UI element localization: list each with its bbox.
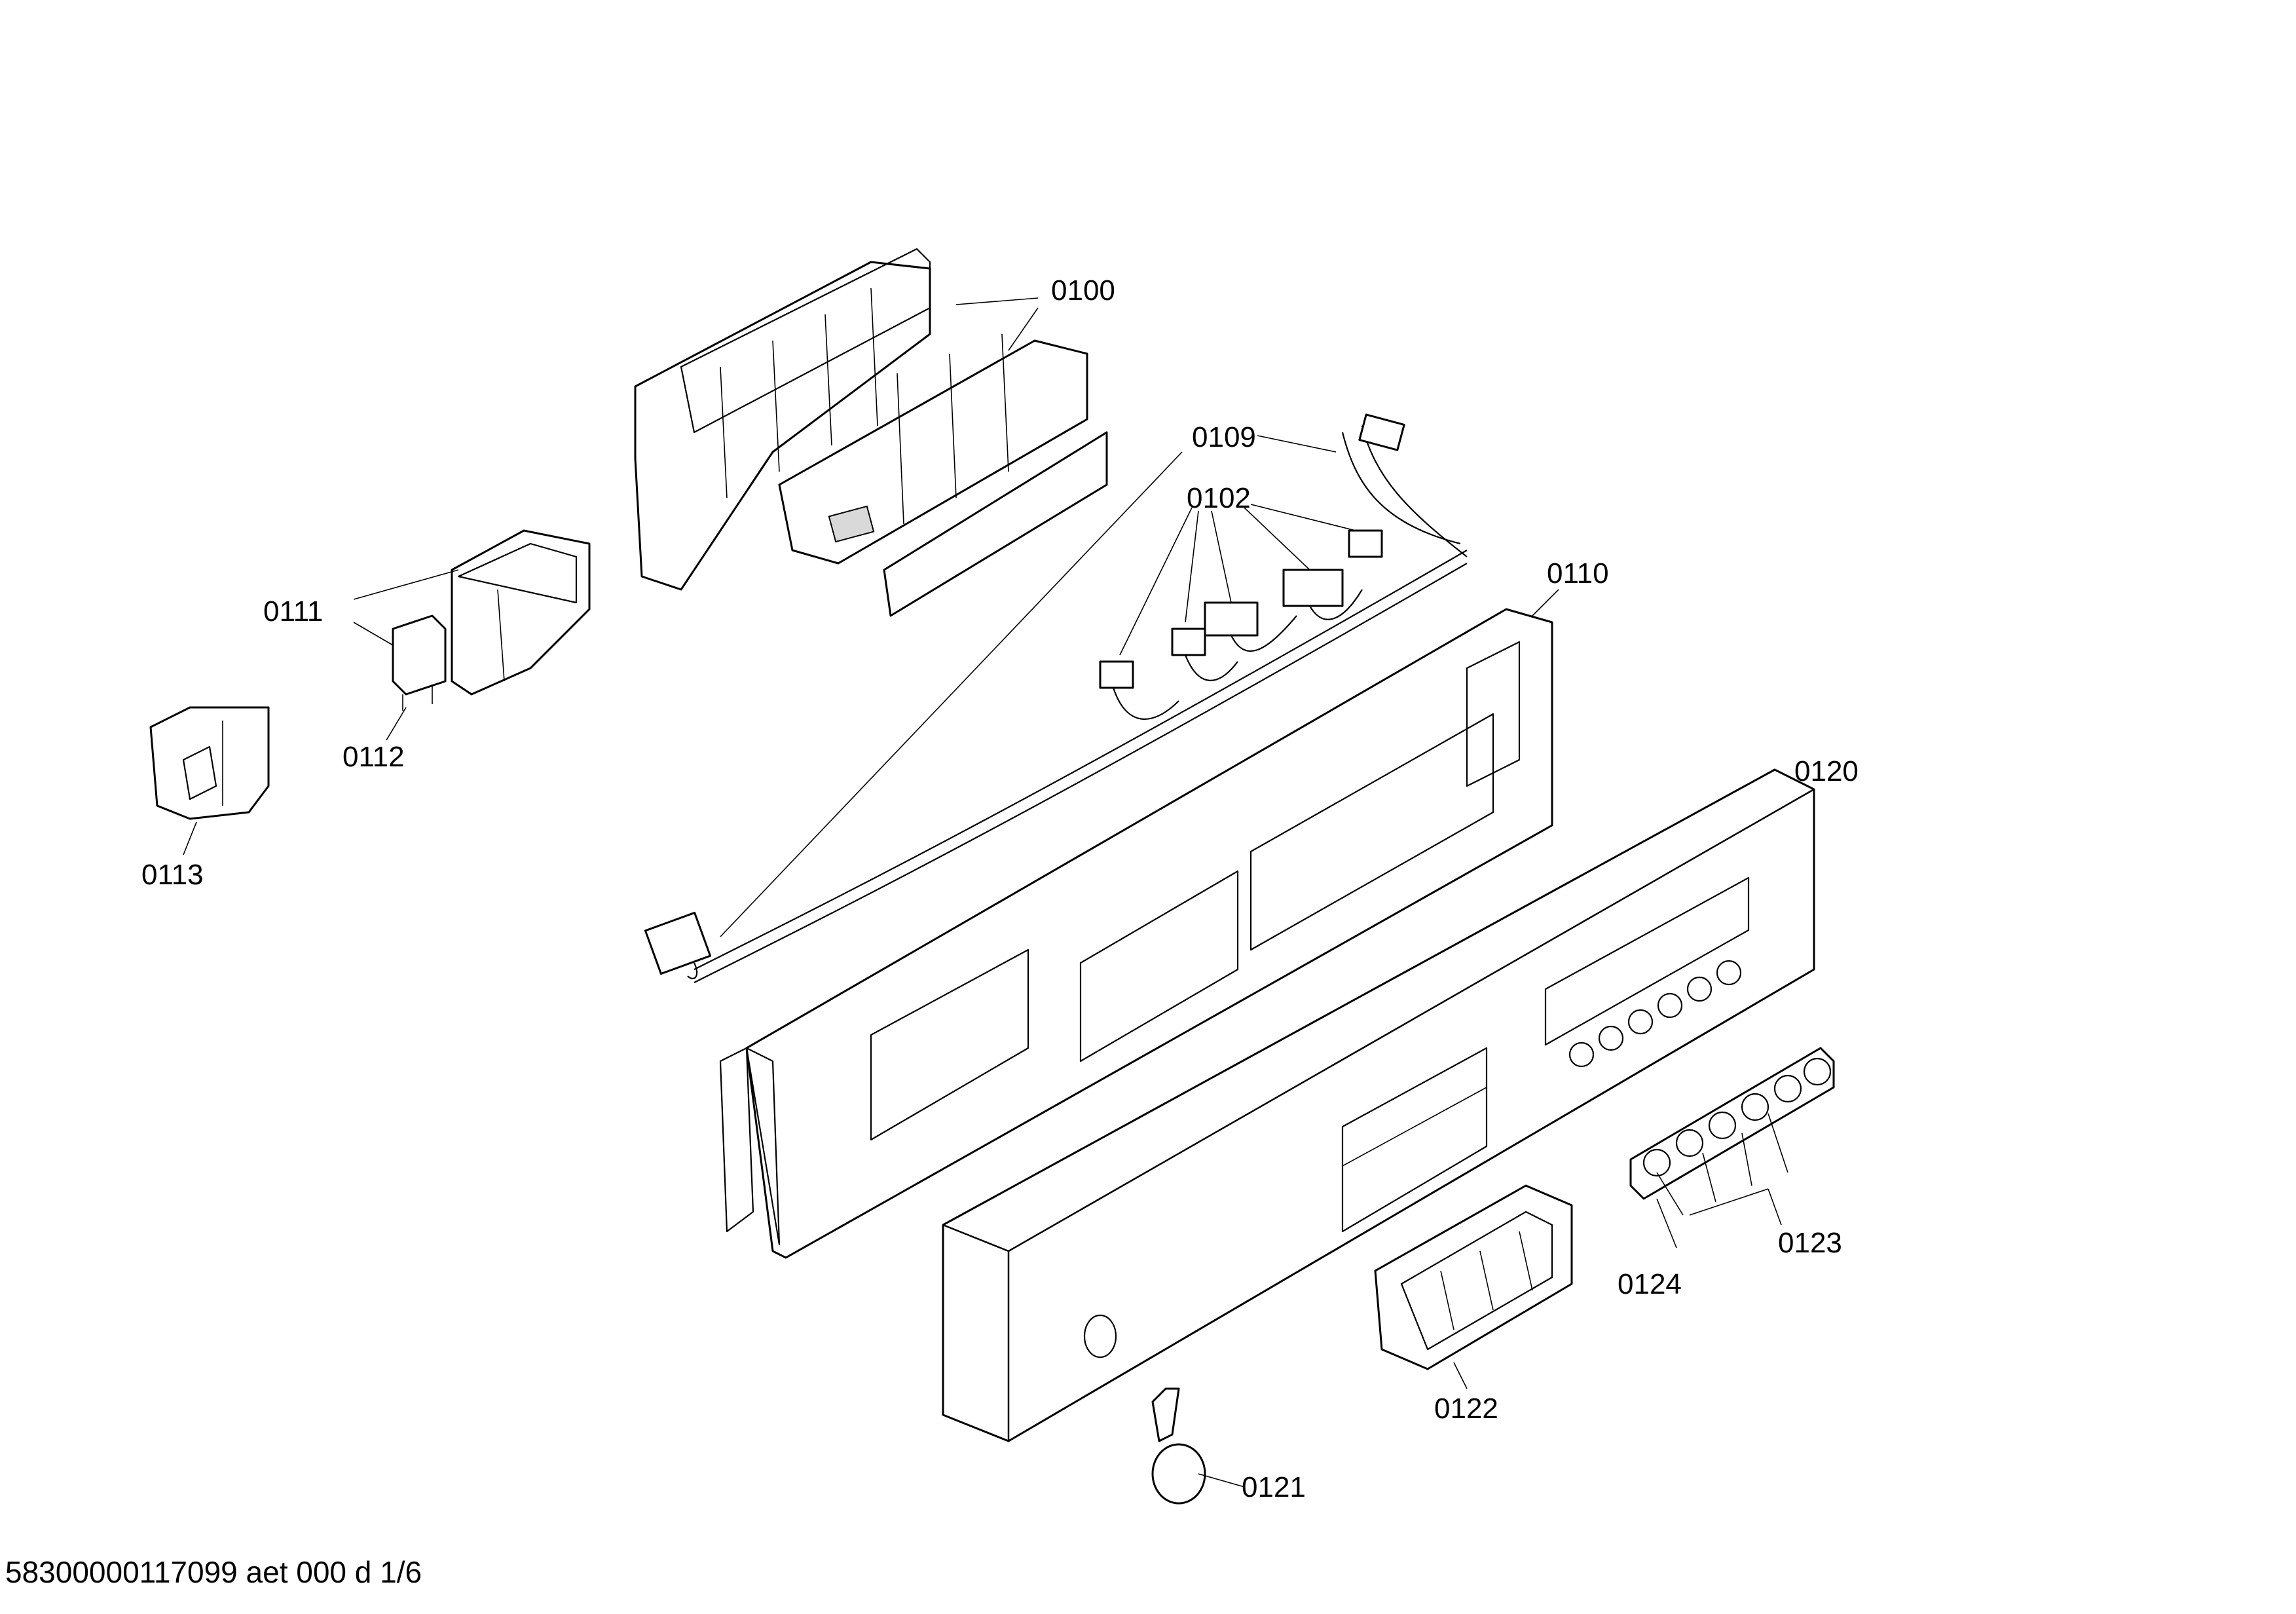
part-0120-front-panel [942, 768, 1815, 1442]
label-0113: 0113 [141, 859, 204, 891]
label-0111: 0111 [263, 595, 323, 628]
label-0121: 0121 [1242, 1471, 1306, 1503]
part-0113-switch [149, 706, 270, 820]
label-0123: 0123 [1778, 1227, 1842, 1259]
leader-lines [183, 297, 1788, 1488]
label-0112: 0112 [343, 741, 405, 773]
label-0102: 0102 [1187, 482, 1251, 514]
part-0121-knob [1151, 1387, 1206, 1505]
part-0112-component [392, 614, 447, 711]
label-0122: 0122 [1434, 1393, 1498, 1425]
label-0100: 0100 [1051, 274, 1115, 307]
footer-reference: 58300000117099 aet 000 d 1/6 [5, 1555, 422, 1589]
part-0110-frame [719, 608, 1553, 1259]
label-0109: 0109 [1192, 421, 1256, 453]
part-0123-0124-button-strip [1629, 1047, 1835, 1200]
part-0100-electronic-module [634, 248, 1108, 617]
label-0110: 0110 [1547, 557, 1609, 590]
part-0109-wire-harness [644, 413, 1468, 983]
part-0111-relay [451, 529, 591, 696]
part-0102-connectors [1099, 529, 1383, 720]
part-labels: 0100 0109 0102 0110 0111 0112 0113 0120 … [141, 274, 1859, 1503]
label-0120: 0120 [1794, 755, 1859, 787]
label-0124: 0124 [1618, 1268, 1682, 1300]
part-0122-holder [1374, 1184, 1573, 1370]
